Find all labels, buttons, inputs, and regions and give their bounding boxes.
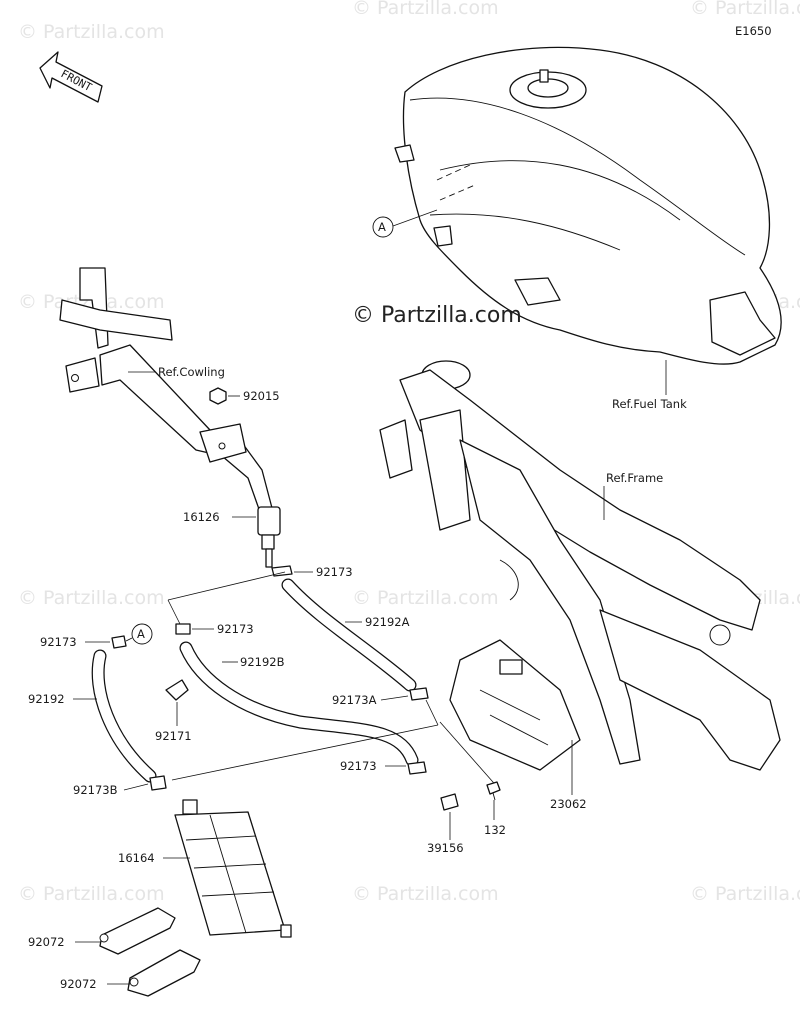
- watermarks: © Partzilla.com © Partzilla.com © Partzi…: [18, 0, 800, 905]
- bracket-23062: 23062: [449, 639, 587, 811]
- part-92173-a: 92173: [316, 565, 353, 579]
- fuel-tank: [394, 46, 782, 365]
- front-arrow: FRONT: [39, 51, 103, 103]
- clip-92173a: 92173A: [332, 687, 429, 707]
- part-16126: 16126: [183, 510, 220, 524]
- cowling-bracket: [59, 267, 273, 513]
- watermark: © Partzilla.com: [18, 587, 165, 609]
- part-92173-b: 92173: [217, 622, 254, 636]
- watermark: © Partzilla.com: [18, 883, 165, 905]
- watermark: © Partzilla.com: [690, 883, 800, 905]
- diagram-code: E1650: [735, 24, 772, 38]
- part-132: 132: [484, 823, 506, 837]
- callout-a-upper: A: [372, 209, 438, 238]
- part-92015: 92015: [243, 389, 280, 403]
- ref-cowling-label: Ref.Cowling: [158, 365, 225, 379]
- bolt-132: 132: [484, 781, 506, 837]
- part-92171: 92171: [155, 729, 192, 743]
- clip-92173b: 92173B: [73, 775, 167, 797]
- part-92192b: 92192B: [240, 655, 285, 669]
- frame: [379, 360, 781, 771]
- part-92072-a: 92072: [28, 935, 65, 949]
- clip-92173-d: 92173: [340, 759, 427, 775]
- nut-92015: 92015: [209, 387, 280, 405]
- part-92192a: 92192A: [365, 615, 410, 629]
- hose-92192b: 92192B: [179, 641, 419, 767]
- clip-92173-c: 92173 A: [40, 623, 153, 649]
- ref-frame-label: Ref.Frame: [606, 471, 663, 485]
- hose-92192a: 92192A: [281, 578, 417, 692]
- watermark: © Partzilla.com: [352, 883, 499, 905]
- watermark: © Partzilla.com: [352, 0, 499, 19]
- clip-92171: 92171: [155, 679, 192, 743]
- part-23062: 23062: [550, 797, 587, 811]
- strap-92072-a: 92072: [28, 907, 176, 955]
- hose-92192: 92192: [28, 649, 157, 783]
- part-92173a: 92173A: [332, 693, 377, 707]
- grommet-39156: 39156: [427, 793, 464, 855]
- watermark: © Partzilla.com: [690, 0, 800, 19]
- part-92173b: 92173B: [73, 783, 118, 797]
- watermark: © Partzilla.com: [18, 291, 165, 313]
- part-39156: 39156: [427, 841, 464, 855]
- clip-92173-a: 92173: [271, 565, 353, 579]
- callout-a-label: A: [137, 627, 145, 641]
- part-92192: 92192: [28, 692, 65, 706]
- watermark: © Partzilla.com: [352, 587, 499, 609]
- callout-a-label: A: [378, 220, 386, 234]
- part-92173-c: 92173: [40, 635, 77, 649]
- strap-92072-b: 92072: [60, 949, 201, 997]
- part-16164: 16164: [118, 851, 155, 865]
- watermark: © Partzilla.com: [18, 21, 165, 43]
- canister-16164: 16164: [118, 799, 292, 938]
- ref-fuel-tank-label: Ref.Fuel Tank: [612, 397, 687, 411]
- clip-92173-b: 92173: [175, 622, 254, 636]
- part-92173-d: 92173: [340, 759, 377, 773]
- valve-16126: 16126: [183, 506, 281, 568]
- copyright-center: © Partzilla.com: [352, 303, 522, 328]
- part-92072-b: 92072: [60, 977, 97, 991]
